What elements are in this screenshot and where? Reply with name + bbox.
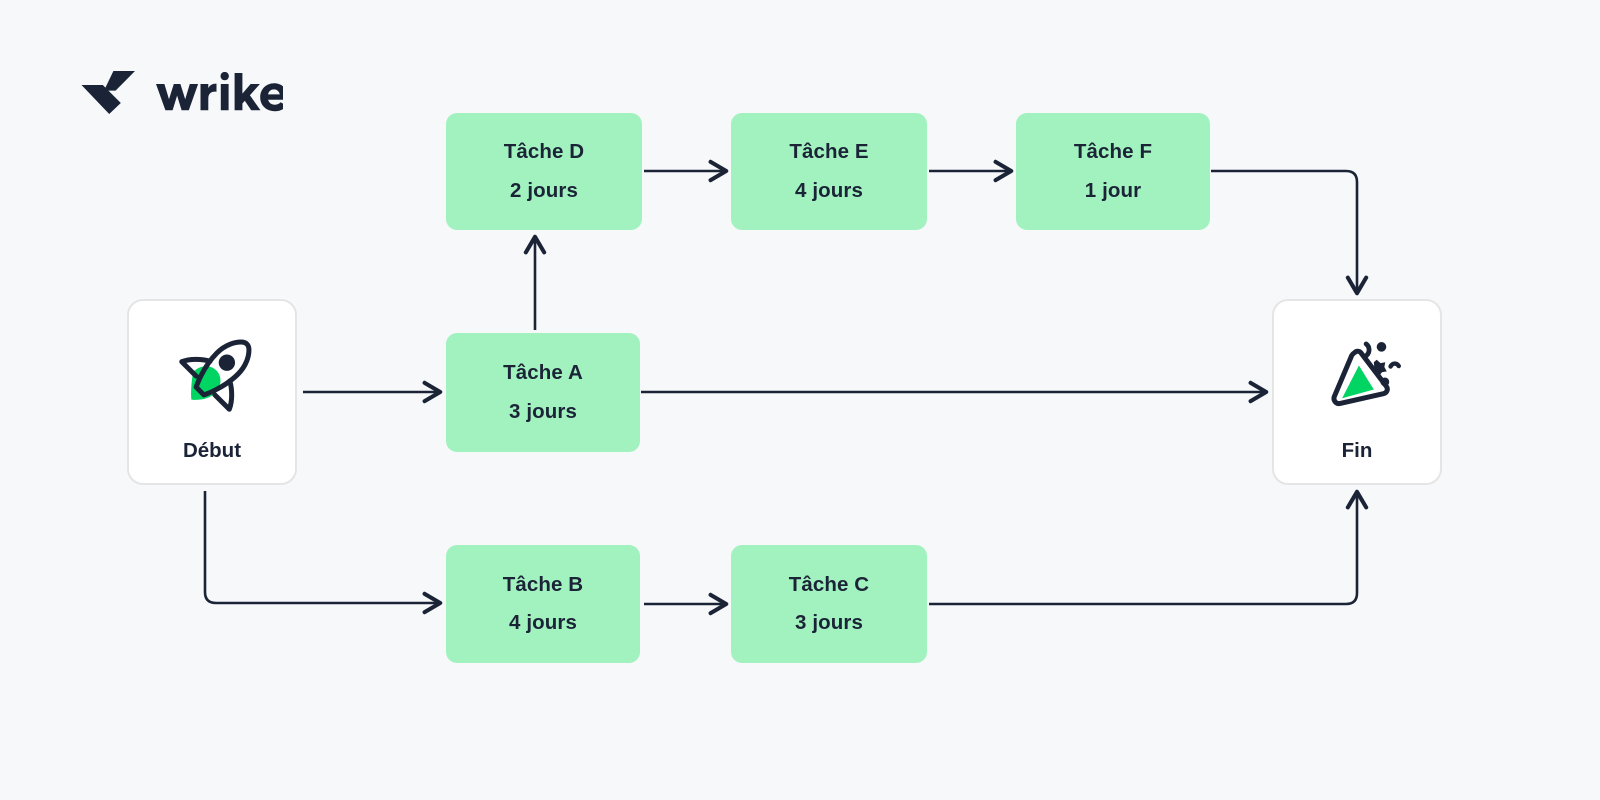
node-tache-d-title: Tâche D [503, 140, 585, 163]
edge-debut-b [203, 491, 443, 615]
node-tache-a[interactable]: Tâche A 3 jours [446, 333, 640, 452]
party-popper-icon [1331, 341, 1401, 407]
node-tache-d[interactable]: Tâche D 2 jours [446, 113, 642, 230]
node-tache-e[interactable]: Tâche E 4 jours [731, 113, 927, 230]
node-tache-e-duration: 4 jours [795, 178, 863, 202]
wrike-logo [80, 68, 283, 116]
node-fin-label: Fin [1341, 439, 1373, 462]
node-debut[interactable]: Début [127, 299, 297, 485]
rocket-icon [179, 339, 252, 412]
node-tache-e-title: Tâche E [789, 140, 869, 163]
node-debut-label: Début [182, 439, 242, 462]
edge-f-fin [1211, 169, 1369, 296]
node-tache-c-duration: 3 jours [795, 611, 863, 634]
node-tache-c[interactable]: Tâche C 3 jours [731, 545, 927, 663]
edge-c-fin [929, 489, 1369, 606]
node-fin[interactable]: Fin [1272, 299, 1442, 485]
wrike-checkmark-icon [81, 71, 135, 114]
node-tache-a-duration: 3 jours [509, 399, 577, 423]
node-tache-c-title: Tâche C [788, 572, 870, 596]
node-tache-a-title: Tâche A [503, 361, 583, 384]
wrike-wordmark [156, 72, 283, 112]
node-tache-d-duration: 2 jours [510, 178, 578, 202]
node-tache-f[interactable]: Tâche F 1 jour [1016, 113, 1210, 230]
node-tache-b[interactable]: Tâche B 4 jours [446, 545, 640, 663]
node-tache-f-duration: 1 jour [1084, 178, 1142, 202]
node-tache-f-title: Tâche F [1073, 140, 1153, 163]
node-tache-b-title: Tâche B [502, 572, 584, 596]
node-tache-b-duration: 4 jours [509, 611, 577, 634]
